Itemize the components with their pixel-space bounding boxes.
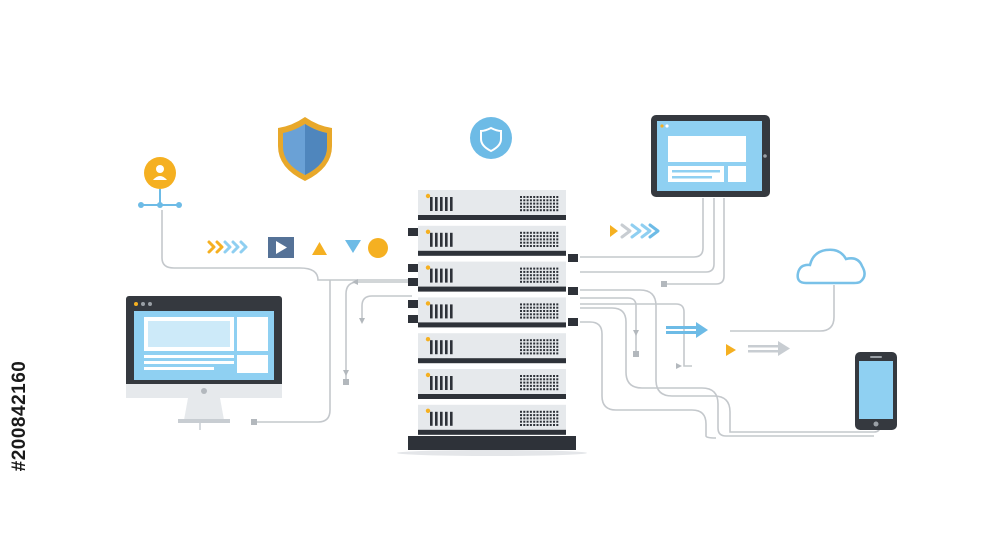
chevron-flow-left bbox=[207, 240, 248, 254]
line-server-to-phone-1 bbox=[580, 289, 881, 433]
endpoint-desktop bbox=[251, 419, 257, 425]
cloud-icon bbox=[796, 248, 866, 285]
endpoint-left bbox=[343, 379, 349, 385]
smartphone-icon bbox=[855, 352, 897, 430]
stock-id-watermark: #200842160 bbox=[6, 296, 34, 536]
play-icon bbox=[268, 237, 294, 258]
stock-id-text: #200842160 bbox=[9, 360, 30, 472]
arrowhead-left-2 bbox=[359, 318, 365, 324]
line-endpoints bbox=[251, 279, 682, 425]
line-user-to-server bbox=[161, 210, 412, 281]
server-unit bbox=[418, 404, 566, 435]
server-unit bbox=[418, 225, 566, 256]
arrow-right-orange bbox=[726, 344, 736, 356]
server-unit bbox=[418, 333, 566, 364]
arrowhead-server-left bbox=[352, 279, 358, 285]
endpoint-down bbox=[633, 351, 639, 357]
dot-icon bbox=[368, 238, 388, 258]
arrow-right-blue bbox=[666, 322, 708, 338]
shield-badge-icon bbox=[470, 117, 512, 159]
server-unit bbox=[418, 261, 566, 292]
arrowhead-down bbox=[633, 330, 639, 336]
user-node-icon bbox=[138, 157, 182, 208]
shield-icon bbox=[278, 117, 332, 181]
line-server-to-phone-3 bbox=[580, 321, 717, 439]
line-mid-feed bbox=[580, 303, 692, 367]
triangle-down-icon bbox=[345, 240, 361, 253]
server-unit bbox=[418, 297, 566, 328]
line-server-to-tablet-3 bbox=[664, 198, 725, 285]
line-server-to-left-arrow-2 bbox=[361, 295, 412, 320]
endpoint-tablet bbox=[661, 281, 667, 287]
server-units bbox=[418, 190, 566, 435]
server-unit bbox=[418, 190, 566, 220]
chevron-flow-right bbox=[610, 223, 660, 239]
server-shadow bbox=[397, 450, 587, 456]
line-server-to-tablet-2 bbox=[580, 198, 715, 273]
desktop-monitor-icon bbox=[126, 296, 282, 430]
line-server-to-phone-2 bbox=[580, 307, 874, 437]
line-server-to-cloud bbox=[730, 285, 835, 332]
triangle-up-icon bbox=[312, 242, 327, 255]
line-desktop-to-server bbox=[256, 280, 331, 423]
line-server-to-down-arrow bbox=[580, 297, 637, 354]
tablet-icon bbox=[651, 115, 770, 197]
arrowhead-mid bbox=[676, 363, 682, 369]
connection-lines bbox=[161, 198, 881, 439]
arrowhead-left-1 bbox=[343, 370, 349, 376]
server-base bbox=[408, 436, 576, 450]
server-connectors bbox=[408, 228, 578, 326]
line-server-to-tablet-1 bbox=[580, 198, 704, 258]
server-unit bbox=[418, 369, 566, 399]
arrow-right-gray bbox=[748, 341, 790, 356]
server-rack-icon bbox=[397, 190, 587, 456]
